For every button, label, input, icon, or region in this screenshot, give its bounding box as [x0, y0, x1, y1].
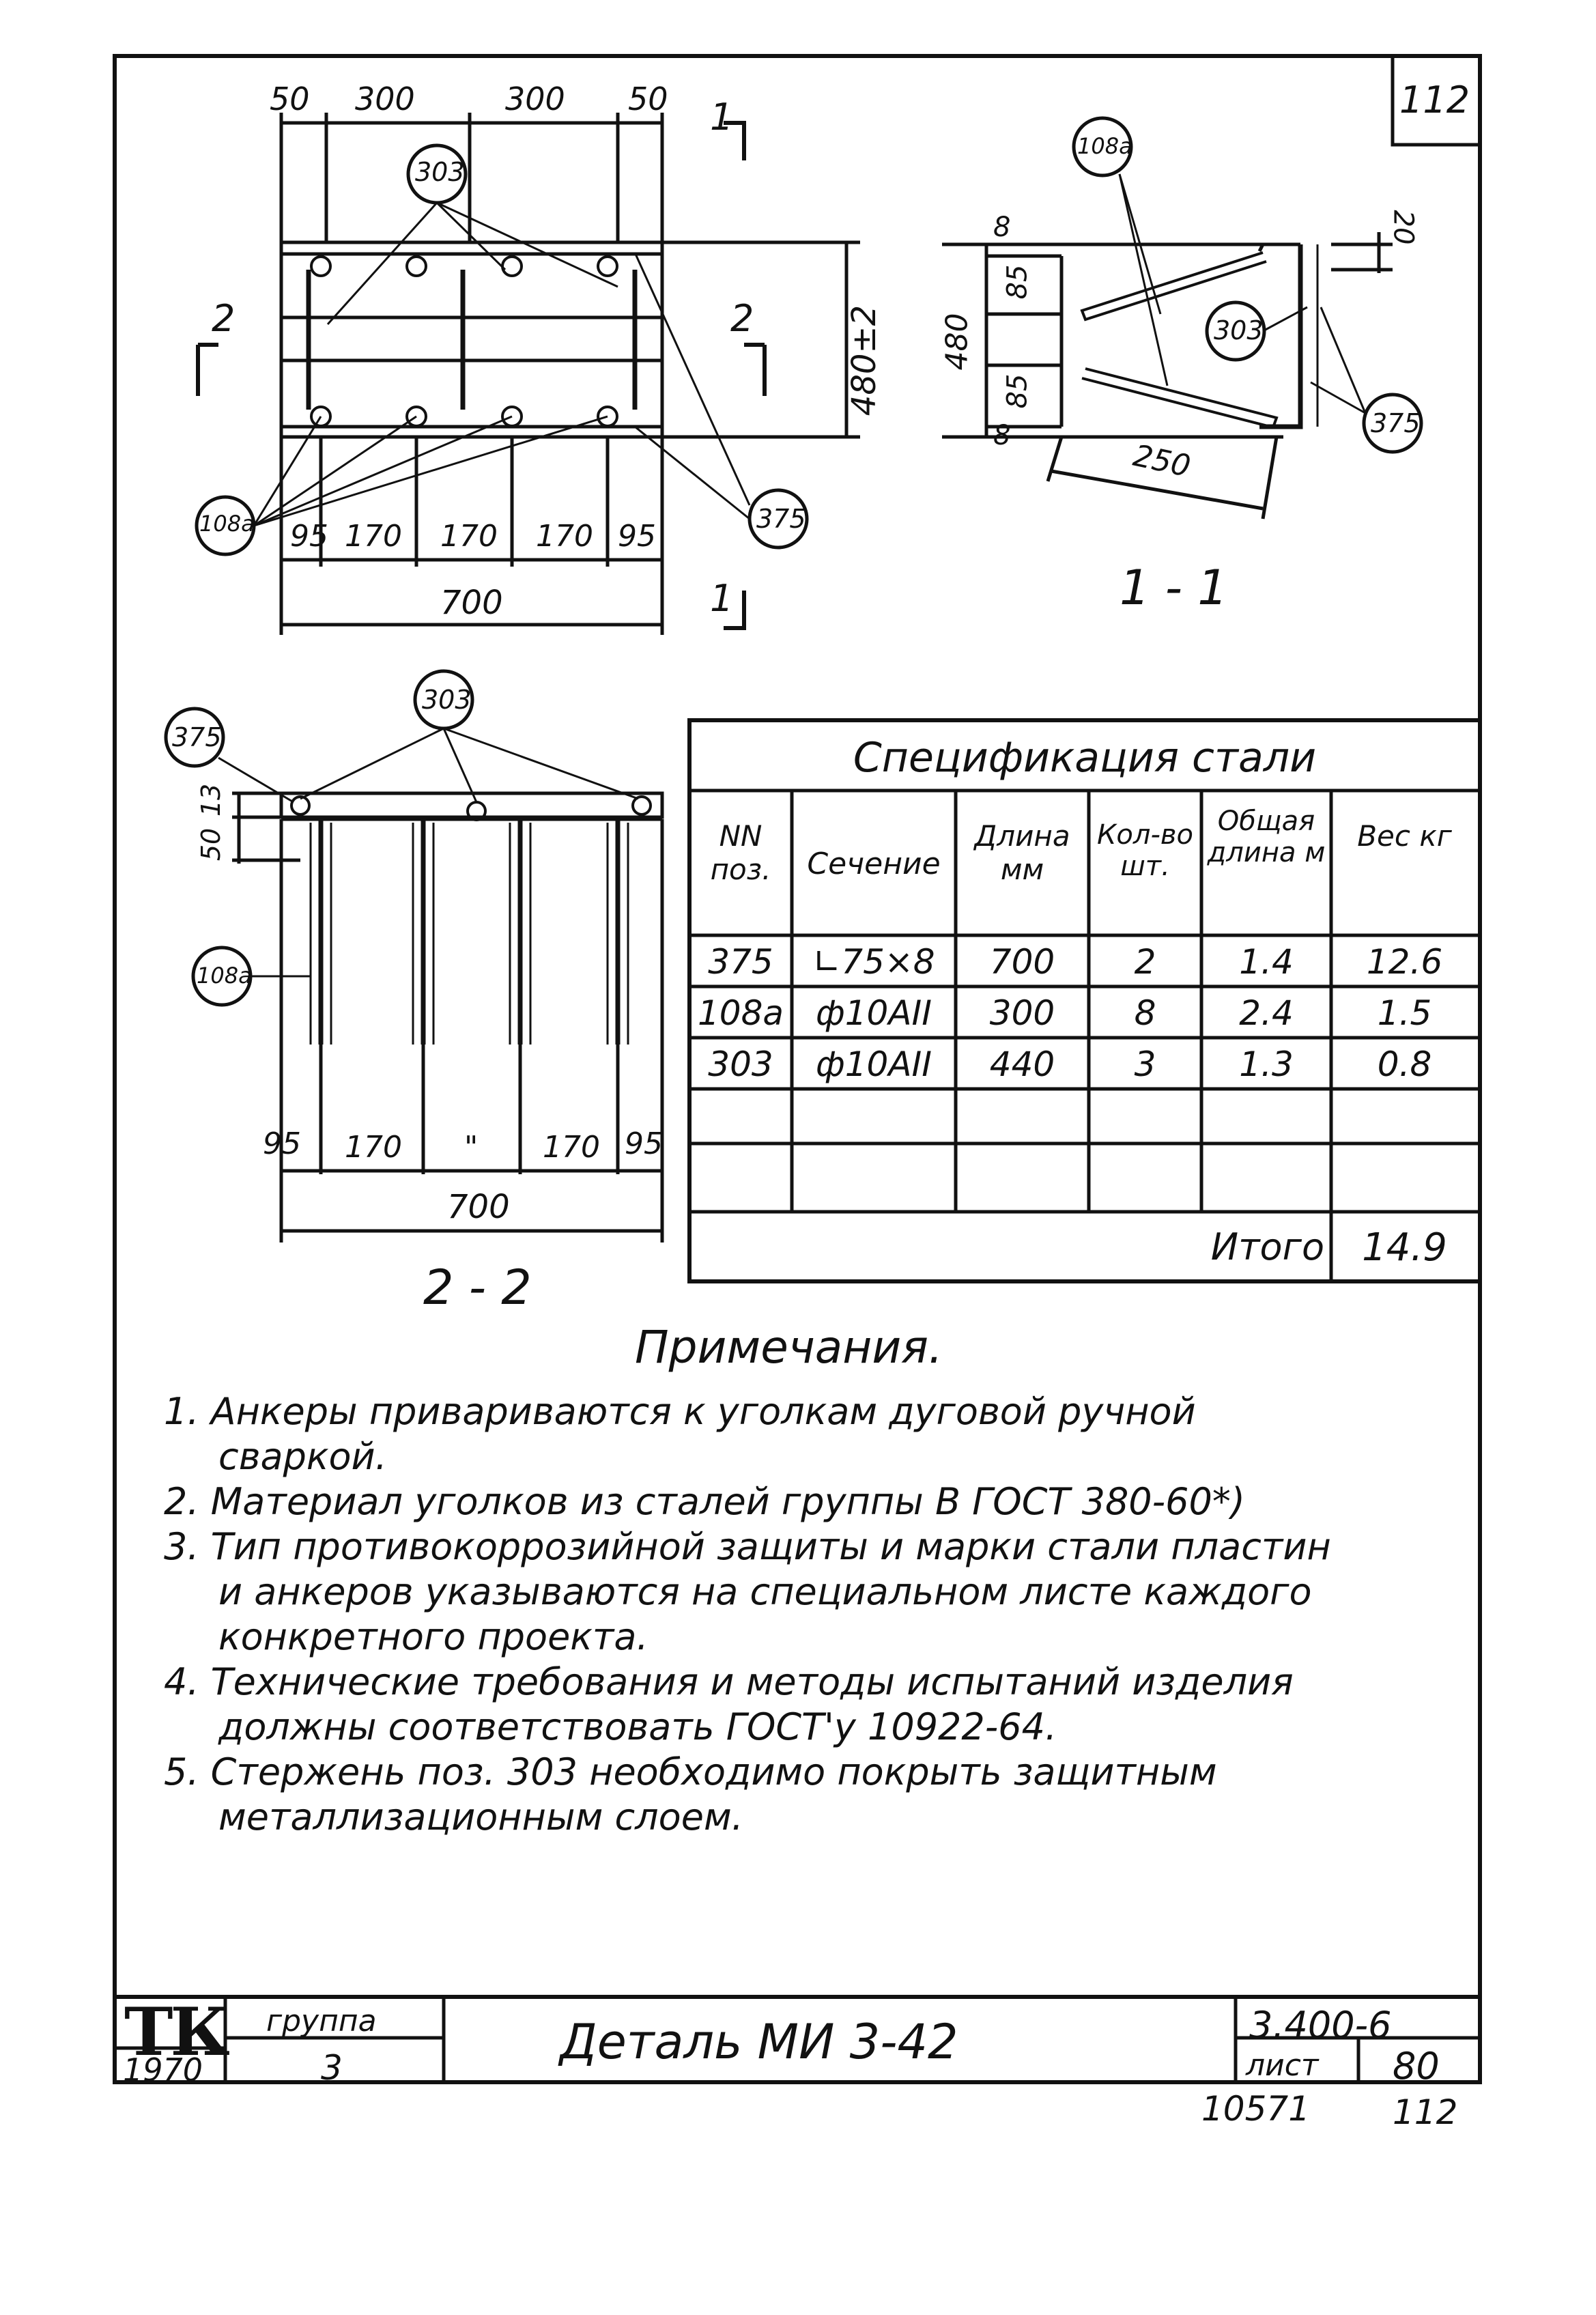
spec-row-3-weight: 0.8 [1377, 1045, 1432, 1084]
section-1-1-dim-20: 20 [1387, 210, 1419, 245]
spec-header-length: Длина мм [974, 819, 1070, 886]
section-2-2-overall-width: 700 [447, 1188, 510, 1226]
section-2-2-callout-303: 303 [422, 685, 472, 715]
tk-logo: ТК [124, 1993, 230, 2071]
note-line: 2. Материал уголков из сталей группы В Г… [164, 1480, 1245, 1523]
section-2-2-dim-bottom-2: 170 [345, 1130, 402, 1165]
section-mark-1-top: 1 [710, 96, 734, 139]
spec-row-1-weight: 12.6 [1366, 942, 1443, 982]
section-1-1-callout-303: 303 [1214, 315, 1264, 345]
bottom-stamp-left: 10571 [1201, 2089, 1311, 2129]
section-1-1-dim-8-top: 8 [993, 212, 1011, 243]
title-block-series: 3.400-6 [1249, 2004, 1392, 2047]
plan-dim-top-1: 50 [270, 81, 310, 117]
title-block-title: Деталь МИ 3-42 [560, 2014, 958, 2070]
plan-callout-375: 375 [756, 504, 806, 534]
spec-total-value: 14.9 [1362, 1225, 1447, 1270]
plan-dim-bottom-5: 95 [618, 519, 656, 554]
section-2-2-dim-bottom-5: 95 [625, 1126, 663, 1161]
section-1-1-callout-375: 375 [1371, 408, 1421, 438]
spec-row-1-length: 700 [989, 942, 1055, 982]
note-line: и анкеров указываются на специальном лис… [218, 1570, 1312, 1613]
section-mark-2-right: 2 [730, 297, 754, 340]
note-line: сваркой. [218, 1435, 387, 1478]
section-mark-2-left: 2 [212, 297, 236, 340]
spec-row-2-weight: 1.5 [1377, 993, 1432, 1033]
bottom-stamp-right: 112 [1393, 2092, 1458, 2132]
spec-row-2-total: 2.4 [1239, 993, 1294, 1033]
spec-header-weight: Вес кг [1357, 819, 1452, 853]
section-1-1-title: 1 - 1 [1120, 560, 1228, 616]
section-2-2-title: 2 - 2 [423, 1260, 532, 1316]
title-block-sheet-label: лист [1246, 2048, 1319, 2083]
spec-row-3-length: 440 [989, 1045, 1055, 1084]
section-2-2-dim-50: 50 [196, 827, 227, 862]
plan-dim-bottom-3: 170 [440, 519, 498, 554]
section-1-1-dim-480: 480 [939, 313, 975, 371]
section-1-1-dim-8-bottom: 8 [993, 420, 1011, 451]
section-2-2-callout-375: 375 [172, 722, 222, 752]
spec-row-2-pos: 108а [697, 993, 784, 1033]
title-block-group-value: 3 [321, 2048, 343, 2088]
plan-dim-bottom-1: 95 [290, 519, 328, 554]
title-block-group-label: группа [266, 2004, 377, 2039]
section-2-2-dim-bottom-4: 170 [543, 1130, 600, 1165]
spec-row-3-section: ф10АII [815, 1045, 932, 1084]
section-2-2-dim-bottom-3: " [464, 1130, 479, 1165]
section-1-1-callout-108a: 108а [1077, 133, 1132, 159]
section-mark-1-bottom: 1 [710, 577, 734, 620]
plan-dim-bottom-4: 170 [536, 519, 593, 554]
plan-callout-303: 303 [415, 157, 465, 187]
spec-row-1-pos: 375 [708, 942, 773, 982]
spec-row-1-total: 1.4 [1239, 942, 1294, 982]
spec-header-qty: Кол-во шт. [1097, 819, 1193, 882]
spec-row-2-qty: 8 [1134, 993, 1156, 1033]
note-line: 5. Стержень поз. 303 необходимо покрыть … [164, 1750, 1217, 1793]
plan-dim-bottom-2: 170 [345, 519, 402, 554]
notes-title: Примечания. [635, 1321, 943, 1374]
plan-callout-108a: 108а [199, 511, 255, 537]
note-line: 4. Технические требования и методы испыт… [164, 1660, 1294, 1703]
plan-height-dim: 480±2 [845, 304, 884, 416]
section-1-1-dim-85-top: 85 [1001, 264, 1034, 300]
section-2-2-dim-bottom-1: 95 [263, 1126, 301, 1161]
sheet-corner-number: 112 [1399, 79, 1470, 122]
spec-row-2-length: 300 [989, 993, 1055, 1033]
plan-overall-width: 700 [440, 584, 503, 622]
spec-row-1-qty: 2 [1134, 942, 1156, 982]
section-2-2-callout-108a: 108а [197, 963, 252, 989]
plan-dim-top-2: 300 [355, 81, 415, 117]
spec-header-section: Сечение [807, 847, 941, 881]
title-block-sheet-value: 80 [1393, 2045, 1440, 2088]
note-line: 1. Анкеры привариваются к уголкам дугово… [164, 1390, 1196, 1433]
spec-row-3-qty: 3 [1134, 1045, 1156, 1084]
note-line: конкретного проекта. [218, 1615, 649, 1658]
section-2-2-dim-13: 13 [196, 783, 227, 817]
spec-row-2-section: ф10АII [815, 993, 932, 1033]
spec-total-label: Итого [1210, 1225, 1324, 1268]
plan-dim-top-4: 50 [628, 81, 668, 117]
notes-list: 1. Анкеры привариваются к уголкам дугово… [164, 1389, 1461, 1838]
spec-row-3-pos: 303 [708, 1045, 773, 1084]
note-line: металлизационным слоем. [218, 1795, 743, 1838]
section-1-1-dim-85-bottom: 85 [1001, 373, 1034, 409]
spec-row-1-section: ∟75×8 [812, 942, 935, 982]
spec-header-pos: NN поз. [710, 819, 771, 886]
note-line: должны соответствовать ГОСТ'у 10922-64. [218, 1705, 1057, 1748]
note-line: 3. Тип противокоррозийной защиты и марки… [164, 1525, 1331, 1568]
title-block-year: 1970 [123, 2051, 203, 2088]
spec-header-total-length: Общая длина м [1207, 806, 1326, 868]
spec-row-3-total: 1.3 [1239, 1045, 1294, 1084]
spec-table-title: Спецификация стали [853, 734, 1317, 782]
plan-dim-top-3: 300 [505, 81, 565, 117]
